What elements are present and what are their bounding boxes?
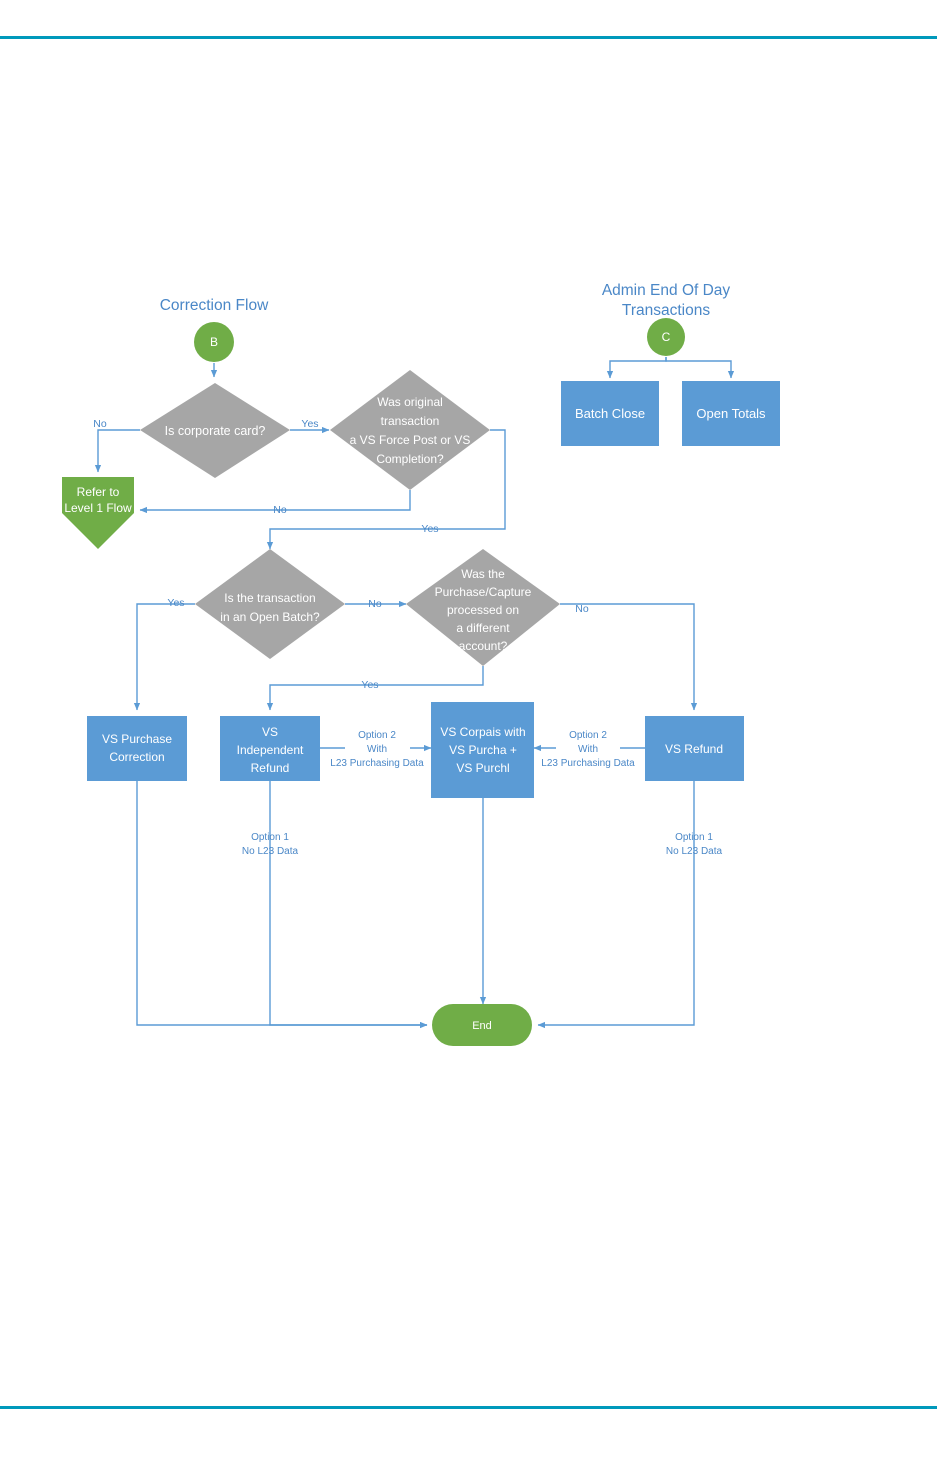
- vs-corpais-line2: VS Purcha +: [449, 743, 517, 757]
- process-refer-level1-flow[interactable]: Refer to Level 1 Flow: [62, 477, 134, 549]
- decision-open-batch-line1: Is the transaction: [224, 591, 315, 605]
- edge-label-option1-left-line1: Option 1: [251, 832, 289, 843]
- vs-corpais-line3: VS Purchl: [456, 761, 509, 775]
- batch-close-label: Batch Close: [575, 406, 645, 421]
- edge-label-option1-right-line1: Option 1: [675, 832, 713, 843]
- vs-purchase-correction-line1: VS Purchase: [102, 732, 172, 746]
- decision-diff-account-line2: Purchase/Capture: [435, 585, 532, 599]
- edge-c-to-open-totals: [665, 357, 735, 379]
- process-vs-refund[interactable]: VS Refund: [645, 716, 744, 781]
- edge-label-option1-right-line2: No L23 Data: [666, 846, 723, 857]
- edge-label-option1-left-line2: No L23 Data: [242, 846, 299, 857]
- decision-orig-txn-line1: Was original: [377, 395, 443, 409]
- edge-label-option2-left-line3: L23 Purchasing Data: [330, 758, 424, 769]
- edge-purchase-correction-to-end: [136, 781, 428, 1029]
- edge-label-open-batch-yes: Yes: [167, 597, 184, 609]
- edge-vs-refund-to-end: [537, 781, 695, 1029]
- page-rule-bottom: [0, 1406, 937, 1409]
- decision-was-original-transaction[interactable]: Was original transaction a VS Force Post…: [330, 370, 490, 490]
- connector-b-label: B: [210, 335, 218, 349]
- process-open-totals[interactable]: Open Totals: [682, 381, 780, 446]
- connector-c-label: C: [662, 330, 671, 344]
- title-admin-eod-line2: Transactions: [622, 302, 710, 319]
- end-label: End: [472, 1020, 492, 1032]
- edge-diff-account-yes: [266, 666, 484, 711]
- edge-orig-txn-yes: [266, 429, 506, 550]
- process-vs-purchase-correction[interactable]: VS Purchase Correction: [87, 716, 187, 781]
- edge-label-diff-account-no: No: [575, 603, 589, 615]
- edge-corporate-no: [94, 429, 140, 473]
- edge-orig-txn-no: [139, 490, 411, 514]
- edge-label-corporate-yes: Yes: [301, 418, 318, 430]
- vs-independent-refund-line3: Refund: [251, 761, 290, 775]
- edge-open-batch-yes: [133, 603, 195, 711]
- connector-b[interactable]: B: [194, 322, 234, 362]
- page-rule-top: [0, 36, 937, 39]
- decision-diff-account-line5: account?: [459, 639, 508, 653]
- edge-label-option2-left-line2: With: [367, 744, 387, 755]
- refer-level1-line1: Refer to: [77, 485, 120, 499]
- decision-orig-txn-line4: Completion?: [376, 452, 444, 466]
- edge-c-to-batch-close: [606, 357, 667, 379]
- vs-independent-refund-line2: Independent: [237, 743, 304, 757]
- vs-independent-refund-line1: VS: [262, 725, 278, 739]
- connector-c[interactable]: C: [647, 318, 685, 356]
- edge-label-option2-right-line2: With: [578, 744, 598, 755]
- decision-orig-txn-line3: a VS Force Post or VS: [350, 433, 471, 447]
- terminator-end[interactable]: End: [432, 1004, 532, 1046]
- edge-label-option2-right-line3: L23 Purchasing Data: [541, 758, 635, 769]
- title-admin-eod-line1: Admin End Of Day: [602, 282, 731, 299]
- edge-label-open-batch-no: No: [368, 598, 382, 610]
- decision-orig-txn-line2: transaction: [381, 414, 440, 428]
- edge-label-orig-txn-yes: Yes: [421, 523, 438, 535]
- decision-is-corporate-card-label: Is corporate card?: [165, 424, 266, 438]
- decision-diff-account-line1: Was the: [461, 567, 505, 581]
- open-totals-label: Open Totals: [696, 406, 766, 421]
- decision-different-account[interactable]: Was the Purchase/Capture processed on a …: [406, 549, 560, 666]
- decision-diff-account-line3: processed on: [447, 603, 519, 617]
- process-batch-close[interactable]: Batch Close: [561, 381, 659, 446]
- vs-purchase-correction-line2: Correction: [109, 750, 164, 764]
- decision-diff-account-line4: a different: [456, 621, 510, 635]
- edge-label-corporate-no: No: [93, 418, 107, 430]
- process-vs-independent-refund[interactable]: VS Independent Refund: [220, 716, 320, 781]
- vs-corpais-line1: VS Corpais with: [440, 725, 525, 739]
- process-vs-corpais[interactable]: VS Corpais with VS Purcha + VS Purchl: [431, 702, 534, 798]
- vs-refund-label: VS Refund: [665, 742, 723, 756]
- edge-diff-account-no: [560, 603, 698, 711]
- refer-level1-line2: Level 1 Flow: [64, 501, 132, 515]
- decision-is-open-batch[interactable]: Is the transaction in an Open Batch?: [195, 549, 345, 659]
- edge-label-option2-right-line1: Option 2: [569, 730, 607, 741]
- edge-label-orig-txn-no: No: [273, 504, 287, 516]
- edge-label-option2-left-line1: Option 2: [358, 730, 396, 741]
- decision-open-batch-line2: in an Open Batch?: [220, 610, 320, 624]
- edge-indep-refund-to-end: [269, 781, 428, 1029]
- decision-is-corporate-card[interactable]: Is corporate card?: [140, 383, 290, 478]
- title-correction-flow: Correction Flow: [160, 297, 269, 314]
- edge-label-diff-account-yes: Yes: [361, 679, 378, 691]
